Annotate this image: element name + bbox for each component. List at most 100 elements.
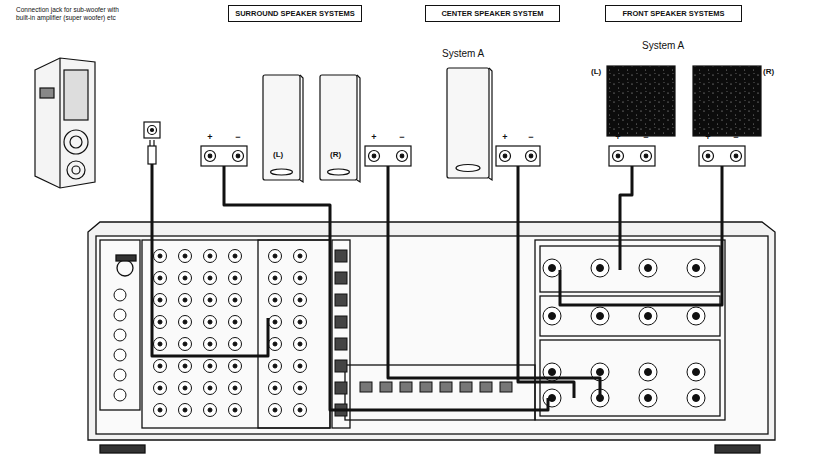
rca-jack <box>114 309 126 321</box>
rca-jack <box>179 360 192 373</box>
switch <box>380 382 392 392</box>
terminal <box>731 151 742 162</box>
terminal-screw <box>706 154 710 158</box>
rca-jack <box>204 382 217 395</box>
rca-jack-pin <box>298 342 302 346</box>
rca-jack <box>229 360 242 373</box>
header-box: FRONT SPEAKER SYSTEMS <box>605 5 742 22</box>
surround-speaker: (L) <box>263 75 300 180</box>
front-speaker: (L) <box>588 62 678 138</box>
rca-jack-pin <box>233 408 237 412</box>
surround-left-wire <box>224 166 548 410</box>
rca-jack-pin <box>183 386 187 390</box>
terminal <box>500 151 511 162</box>
rca-jack <box>269 250 282 263</box>
terminal <box>233 151 244 162</box>
rca-jack <box>179 272 192 285</box>
node-text: System A <box>442 48 484 61</box>
rca-jack-pin <box>233 298 237 302</box>
rca-jack-pin <box>273 364 277 368</box>
rca-jack <box>179 294 192 307</box>
rca-jack <box>294 294 307 307</box>
rca-jack-pin <box>208 408 212 412</box>
terminal <box>641 151 652 162</box>
rca-jack <box>229 316 242 329</box>
rca-jack <box>204 250 217 263</box>
rca-jack-pin <box>158 298 162 302</box>
binding-post <box>687 389 705 407</box>
binding-post-core <box>645 313 652 320</box>
subwoofer-jack <box>144 122 160 164</box>
subwoofer-cable <box>152 164 268 356</box>
binding-post <box>639 363 657 381</box>
switch <box>440 382 452 392</box>
rca-jack <box>154 404 167 417</box>
rca-jack-pin <box>208 298 212 302</box>
terminal-block <box>201 146 247 166</box>
binding-post-core <box>597 265 604 272</box>
system-label: System A <box>642 40 684 52</box>
rca-jack <box>179 382 192 395</box>
rca-jack-pin <box>273 298 277 302</box>
binding-post-core <box>549 265 556 272</box>
rca-jack <box>204 404 217 417</box>
surround-speaker: (R) <box>320 75 357 180</box>
rca-jack <box>269 382 282 395</box>
subwoofer-caption: Connection jack for sub-woofer with buil… <box>16 6 128 186</box>
speaker-terminals <box>201 146 745 166</box>
node-text: FRONT SPEAKER SYSTEMS <box>622 9 724 18</box>
rca-jack-pin <box>273 342 277 346</box>
polarity-mark: + <box>207 132 212 143</box>
rca-jack-pin <box>298 320 302 324</box>
terminal-block <box>496 146 540 166</box>
rca-jack <box>114 369 126 381</box>
rca-jack <box>204 338 217 351</box>
rca-jack-pin <box>273 276 277 280</box>
rca-jack <box>294 404 307 417</box>
terminal-screw <box>236 154 240 158</box>
rca-jack-pin <box>208 276 212 280</box>
switch <box>420 382 432 392</box>
center-speaker <box>447 68 492 180</box>
receiver-body <box>88 222 775 453</box>
rca-jack-pin <box>273 386 277 390</box>
polarity-mark: + <box>705 132 710 143</box>
rca-jack <box>154 360 167 373</box>
binding-post-core <box>645 395 652 402</box>
rca-jack-pin <box>233 276 237 280</box>
rca-jack <box>294 250 307 263</box>
binding-post-core <box>645 265 652 272</box>
center-speaker: System A <box>440 46 520 180</box>
rca-jack <box>229 250 242 263</box>
rca-jack <box>154 250 167 263</box>
rca-jack-pin <box>298 386 302 390</box>
rca-jack <box>114 289 126 301</box>
polarity-mark: + <box>371 132 376 143</box>
rca-jack <box>154 382 167 395</box>
rca-jack <box>204 360 217 373</box>
terminal-screw <box>400 154 404 158</box>
binding-post <box>543 389 561 407</box>
rca-jack <box>179 338 192 351</box>
rca-jack <box>269 338 282 351</box>
rca-jack-pin <box>298 298 302 302</box>
rca-jack-pin <box>158 386 162 390</box>
node-text: (L) <box>591 67 601 77</box>
rca-jack-pin <box>233 320 237 324</box>
rca-jack-pin <box>158 408 162 412</box>
front-speaker: (R) <box>690 62 784 138</box>
terminal-screw <box>372 154 376 158</box>
rca-jack-pin <box>208 386 212 390</box>
binding-post-core <box>693 313 700 320</box>
header-box: SURROUND SPEAKER SYSTEMS <box>228 5 362 22</box>
switch <box>460 382 472 392</box>
rca-jack <box>294 382 307 395</box>
rca-jack <box>204 316 217 329</box>
surround-right-wire <box>388 166 600 398</box>
binding-post <box>639 259 657 277</box>
rca-jack <box>154 338 167 351</box>
rca-jack <box>154 272 167 285</box>
rca-jack <box>269 316 282 329</box>
receiver-jacks <box>114 250 705 417</box>
rca-jack-pin <box>158 254 162 258</box>
